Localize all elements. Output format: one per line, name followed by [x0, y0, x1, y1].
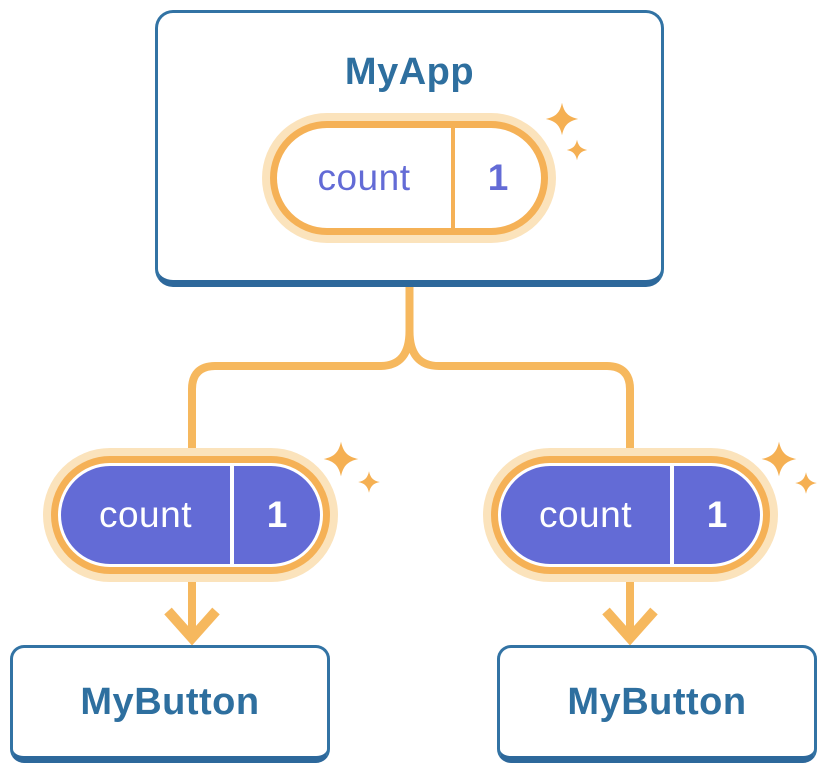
- state-label: count: [98, 494, 192, 535]
- state-pill-label-cell: count: [61, 466, 230, 564]
- state-value: 1: [487, 157, 509, 198]
- state-pill-child-left: count 1: [58, 463, 323, 567]
- component-card-child-left: MyButton: [10, 645, 330, 763]
- sparkle-icon: [761, 441, 797, 477]
- state-label: count: [538, 494, 632, 535]
- component-title: MyButton: [567, 680, 747, 723]
- state-pill-label-cell: count: [501, 466, 670, 564]
- state-value: 1: [266, 494, 288, 535]
- state-pill-value-cell: 1: [670, 466, 760, 564]
- state-pill-label-cell: count: [277, 128, 451, 228]
- sparkle-icon: [795, 472, 817, 494]
- state-label: count: [317, 157, 411, 198]
- state-pill-child-right: count 1: [498, 463, 763, 567]
- state-pill-value-cell: 1: [451, 128, 541, 228]
- sparkle-icon: [358, 471, 380, 493]
- component-card-child-right: MyButton: [497, 645, 817, 763]
- sparkle-icon: [323, 441, 359, 477]
- arrowhead-left-icon: [164, 607, 220, 646]
- state-pill-root: count 1: [270, 121, 548, 235]
- state-pill-value-cell: 1: [230, 466, 320, 564]
- component-title: MyButton: [80, 680, 260, 723]
- arrowhead-right-icon: [602, 607, 658, 646]
- component-title: MyApp: [344, 51, 475, 93]
- state-value: 1: [706, 494, 728, 535]
